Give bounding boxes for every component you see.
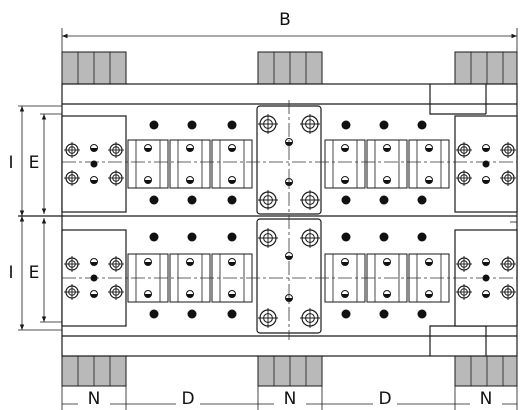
small-bolt-fill [90, 148, 98, 152]
bolt-hole-icon [379, 120, 389, 130]
bolt-hole-icon [90, 160, 98, 168]
label-e-bottom: E [29, 263, 40, 283]
small-bolt-fill [228, 262, 236, 266]
bolt-hole-icon [379, 195, 389, 205]
small-bolt-fill [285, 298, 293, 302]
bolt-hole-icon [149, 309, 159, 319]
top-block-right [454, 51, 518, 85]
bolt-hole-icon [187, 232, 197, 242]
main-frame [18, 83, 518, 357]
label-n-center: N [284, 389, 297, 409]
label-i-bottom: I [8, 263, 13, 283]
bolt-hole-icon [417, 195, 427, 205]
bolt-hole-icon [341, 232, 351, 242]
small-bolt-fill [482, 294, 490, 298]
label-e-top: E [29, 153, 40, 173]
small-bolt-fill [482, 180, 490, 184]
bolt-hole-icon [227, 232, 237, 242]
small-bolt-fill [144, 148, 152, 152]
small-bolt-fill [186, 148, 194, 152]
small-bolt-fill [425, 148, 433, 152]
small-bolt-fill [341, 294, 349, 298]
label-d-right: D [378, 389, 391, 409]
bolt-hole-icon [341, 309, 351, 319]
top-blocks [61, 51, 518, 85]
small-bolt-fill [341, 180, 349, 184]
bolt-hole-icon [227, 120, 237, 130]
bottom-block-right [454, 355, 518, 387]
bolt-hole-icon [187, 195, 197, 205]
small-bolt-fill [425, 262, 433, 266]
small-bolt-fill [383, 294, 391, 298]
label-d-left: D [181, 389, 194, 409]
small-bolt-fill [144, 180, 152, 184]
small-bolt-fill [482, 262, 490, 266]
bottom-blocks [61, 355, 518, 387]
bolt-hole-icon [379, 232, 389, 242]
label-i-top: I [8, 153, 13, 173]
small-bolt-fill [383, 262, 391, 266]
small-bolt-fill [383, 148, 391, 152]
bolt-hole-icon [417, 120, 427, 130]
small-bolt-fill [228, 180, 236, 184]
small-bolt-fill [144, 262, 152, 266]
bolt-hole-icon [149, 120, 159, 130]
small-bolt-fill [425, 180, 433, 184]
small-bolt-fill [228, 294, 236, 298]
small-bolt-fill [341, 262, 349, 266]
small-bolt-fill [341, 148, 349, 152]
small-bolt-fill [425, 294, 433, 298]
small-bolt-fill [228, 148, 236, 152]
dimension-n-d: N D N D N [61, 386, 518, 410]
bolt-hole-icon [227, 195, 237, 205]
bolt-hole-icon [341, 120, 351, 130]
bolt-hole-icon [417, 232, 427, 242]
bolt-hole-icon [482, 160, 490, 168]
dimension-b: B [61, 10, 518, 52]
bolt-hole-icon [379, 309, 389, 319]
small-bolt-fill [285, 182, 293, 186]
label-n-right: N [480, 389, 493, 409]
dimension-i-e: I I E E [4, 105, 62, 331]
bolt-hole-icon [417, 309, 427, 319]
small-bolt-fill [186, 262, 194, 266]
bolt-hole-icon [149, 195, 159, 205]
bolt-hole-icon [187, 309, 197, 319]
small-bolt-fill [90, 262, 98, 266]
bolt-hole-icon [187, 120, 197, 130]
fixture-elements [62, 100, 517, 340]
small-bolt-fill [383, 180, 391, 184]
bolt-hole-icon [90, 274, 98, 282]
bolt-hole-icon [149, 232, 159, 242]
bolt-hole-icon [482, 274, 490, 282]
small-bolt-fill [90, 294, 98, 298]
small-bolt-fill [144, 294, 152, 298]
small-bolt-fill [90, 180, 98, 184]
label-n-left: N [88, 389, 101, 409]
small-bolt-fill [482, 148, 490, 152]
bolt-hole-icon [341, 195, 351, 205]
label-b: B [279, 10, 291, 30]
bolt-hole-icon [227, 309, 237, 319]
small-bolt-fill [285, 142, 293, 146]
small-bolt-fill [186, 294, 194, 298]
small-bolt-fill [186, 180, 194, 184]
